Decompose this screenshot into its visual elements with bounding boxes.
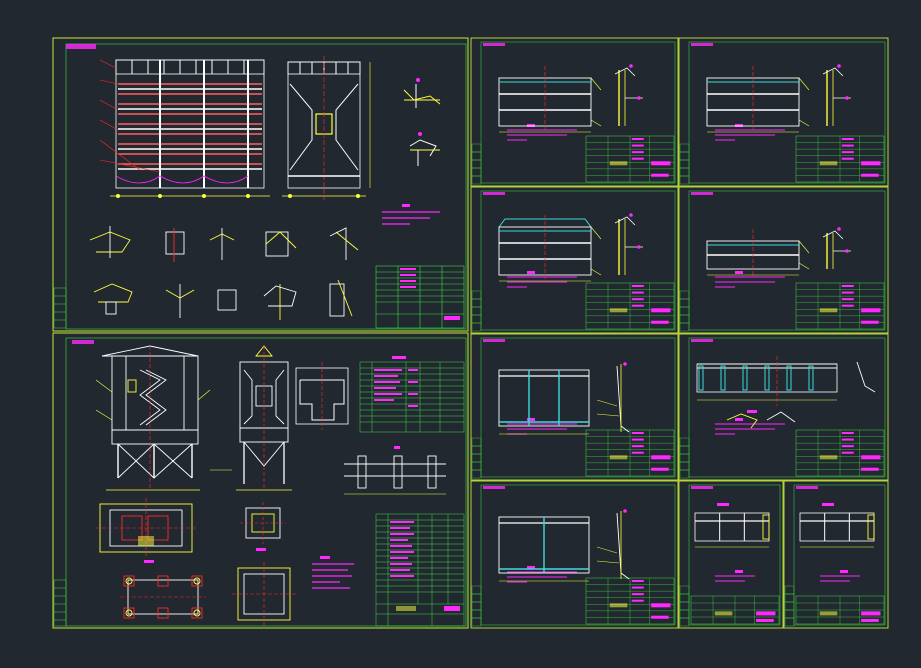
title-block [585, 135, 675, 183]
main-drawing [498, 509, 630, 582]
left-margin-strip [471, 585, 482, 627]
left-margin-strip [679, 585, 690, 627]
left-margin-strip [679, 290, 690, 332]
detail-row-2 [93, 279, 353, 320]
notes [715, 124, 785, 141]
notes [507, 271, 577, 288]
left-margin-strip [471, 290, 482, 332]
main-drawing [706, 227, 851, 276]
title-block [795, 282, 885, 330]
sheet-r2 [678, 37, 889, 187]
left-margin-strip [784, 585, 795, 627]
main-drawing [498, 362, 630, 435]
sheet-left-bottom [52, 332, 469, 629]
notes-block [382, 204, 440, 225]
title-block [585, 429, 675, 477]
sheet-r3 [470, 186, 679, 334]
notes [715, 570, 755, 582]
section-detail [295, 362, 349, 430]
square-detail-1 [240, 502, 286, 551]
notes [507, 566, 577, 583]
notes [507, 124, 577, 141]
left-margin-strip [679, 437, 690, 479]
materials-table-1 [359, 356, 465, 433]
sheet-r1 [470, 37, 679, 187]
left-margin-strip [471, 437, 482, 479]
main-drawing [706, 64, 851, 133]
tower-elevation [95, 345, 232, 491]
title-block [690, 595, 780, 625]
left-margin-strip [679, 143, 690, 185]
detail-1 [403, 78, 441, 166]
front-elevation [99, 59, 270, 198]
sheet-r7 [470, 480, 679, 629]
right-sheets-group [470, 37, 889, 629]
left-margin-table-bottom [53, 579, 67, 627]
sheet-r8 [678, 480, 784, 629]
main-drawing [498, 213, 643, 282]
title-block [795, 135, 885, 183]
title-block-left-top [375, 265, 465, 329]
left-margin-strip [471, 143, 482, 185]
tower-side-elevation [236, 345, 292, 491]
main-drawing [694, 503, 770, 548]
notes [820, 570, 860, 582]
title-block [795, 595, 885, 625]
frame-detail [344, 446, 446, 495]
sheet-r6 [678, 333, 889, 481]
materials-table-2 [375, 513, 465, 627]
title-block [585, 577, 675, 625]
sheet-left-top [52, 37, 469, 332]
sheet-r9 [783, 480, 889, 629]
square-detail-2 [232, 562, 296, 626]
sheet-r4 [678, 186, 889, 334]
title-block [585, 282, 675, 330]
notes [715, 271, 785, 288]
main-drawing [799, 503, 875, 548]
main-drawing [696, 356, 876, 429]
main-drawing [498, 64, 643, 133]
notes-block-2 [312, 556, 354, 589]
foundation-plan [120, 575, 206, 619]
sheet-r5 [470, 333, 679, 481]
side-elevation [282, 56, 371, 200]
left-margin-table-top [53, 287, 67, 329]
plan-view [96, 498, 196, 563]
title-block [795, 429, 885, 477]
notes [715, 418, 785, 435]
detail-row-1 [89, 226, 359, 262]
